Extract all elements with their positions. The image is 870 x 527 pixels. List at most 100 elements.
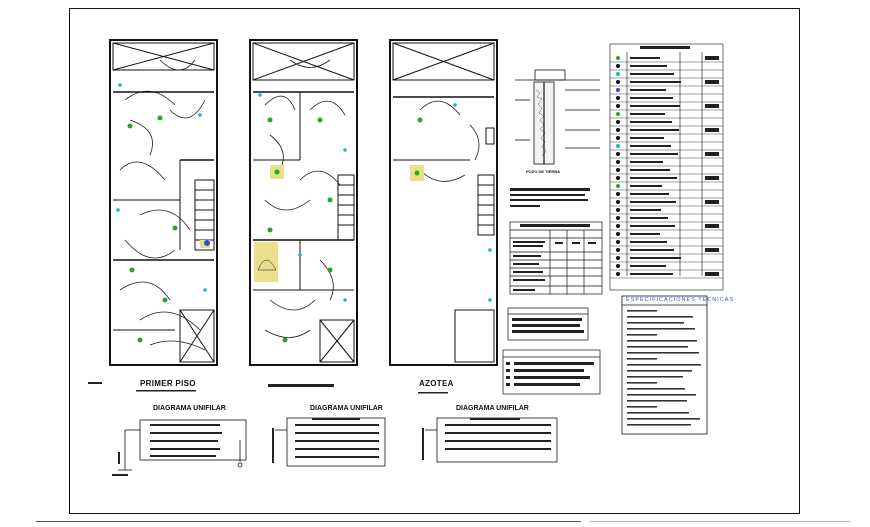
legend-row-text: [630, 209, 661, 211]
legend-row-text: [630, 185, 662, 187]
note-box-2: [502, 349, 601, 395]
legend-symbol-icon: [616, 168, 620, 172]
legend-row-text: [630, 113, 665, 115]
legend-symbol-icon: [616, 248, 620, 252]
spec-text: [627, 310, 701, 426]
plan-roof: [389, 39, 498, 366]
legend-row-text: [630, 217, 668, 219]
legend-row-code: [705, 56, 719, 60]
legend-row-code: [705, 248, 719, 252]
legend-row-text: [630, 273, 673, 275]
spec-line: [627, 382, 657, 384]
spec-line: [627, 424, 691, 426]
roof-title: AZOTEA: [419, 379, 454, 388]
ground-well-detail: [515, 69, 600, 165]
legend-row-code: [705, 200, 719, 204]
legend-row-text: [630, 129, 679, 131]
legend-symbol-icon: [616, 56, 620, 60]
legend-symbol-icon: [616, 200, 620, 204]
legend-symbol-icon: [616, 256, 620, 260]
spec-line: [627, 310, 657, 312]
spec-line: [627, 340, 697, 342]
spec-line: [627, 364, 701, 366]
legend-row-text: [630, 169, 670, 171]
legend-symbol-icon: [616, 144, 620, 148]
load-table: [509, 221, 603, 295]
legend-symbol-icon: [616, 176, 620, 180]
legend-row-text: [630, 201, 676, 203]
spec-line: [627, 352, 699, 354]
legend-symbol-icon: [616, 136, 620, 140]
legend-row-text: [630, 233, 660, 235]
legend-rows: [610, 46, 723, 279]
legend-row-text: [630, 97, 673, 99]
legend-row-text: [630, 249, 674, 251]
legend-row-text: [630, 177, 677, 179]
legend-row-text: [630, 241, 667, 243]
legend-symbol-icon: [616, 208, 620, 212]
plan-first-floor: [109, 39, 218, 366]
legend-row-text: [630, 145, 671, 147]
legend-row-text: [630, 121, 672, 123]
legend-row-text: [630, 153, 678, 155]
load-table-text: [513, 224, 596, 291]
legend-row-text: [630, 81, 681, 83]
legend-row-text: [630, 193, 669, 195]
single-line-diagram-1-text: [112, 424, 222, 476]
legend-row-code: [705, 80, 719, 84]
specs-title: ESPECIFICACIONES TECNICAS: [626, 297, 735, 303]
spec-line: [627, 328, 695, 330]
legend-symbol-icon: [616, 192, 620, 196]
diagram-3-title: DIAGRAMA UNIFILAR: [456, 405, 529, 412]
note-box-1: [507, 307, 589, 341]
legend-symbol-icon: [616, 272, 620, 276]
legend-row-text: [630, 257, 681, 259]
spec-line: [627, 370, 692, 372]
spec-line: [627, 400, 687, 402]
legend-symbol-icon: [616, 232, 620, 236]
spec-line: [627, 406, 657, 408]
legend-symbol-icon: [616, 216, 620, 220]
legend-symbol-icon: [616, 72, 620, 76]
plan-roof-fixtures: [410, 103, 492, 302]
bottom-strip-right: [590, 521, 850, 524]
spec-line: [627, 334, 657, 336]
legend-row-text: [630, 137, 664, 139]
legend-symbol-icon: [616, 80, 620, 84]
spec-line: [627, 376, 683, 378]
legend-row-text: [630, 105, 680, 107]
single-line-diagram-1: [118, 419, 247, 471]
spec-line: [627, 412, 689, 414]
legend-symbol-icon: [616, 120, 620, 124]
legend-symbol-icon: [616, 88, 620, 92]
ground-well-notes: [510, 188, 590, 207]
spec-line: [627, 394, 696, 396]
spec-line: [627, 316, 693, 318]
legend-symbol-icon: [616, 128, 620, 132]
legend-row-text: [630, 73, 674, 75]
plan-second-floor: [249, 39, 358, 366]
plan-scale-notes: [88, 382, 448, 394]
legend-symbol-icon: [616, 64, 620, 68]
spec-line: [627, 346, 688, 348]
legend-symbol-icon: [616, 96, 620, 100]
legend-symbol-icon: [616, 184, 620, 188]
legend-symbol-icon: [616, 224, 620, 228]
single-line-diagram-2-text: [272, 418, 379, 463]
plan-second-floor-fixtures: [254, 93, 347, 343]
note-box-1-text: [512, 318, 584, 333]
legend-row-code: [705, 176, 719, 180]
diagram-1-title: DIAGRAMA UNIFILAR: [153, 405, 226, 412]
note-box-2-text: [506, 362, 594, 386]
legend-row-code: [705, 104, 719, 108]
legend-row-text: [630, 225, 675, 227]
spec-line: [627, 388, 685, 390]
legend-symbol-icon: [616, 264, 620, 268]
spec-line: [627, 322, 684, 324]
spec-line: [627, 418, 700, 420]
legend-header: [640, 46, 690, 49]
first-floor-title: PRIMER PISO: [140, 379, 196, 388]
legend-symbol-icon: [616, 152, 620, 156]
legend-symbol-icon: [616, 160, 620, 164]
